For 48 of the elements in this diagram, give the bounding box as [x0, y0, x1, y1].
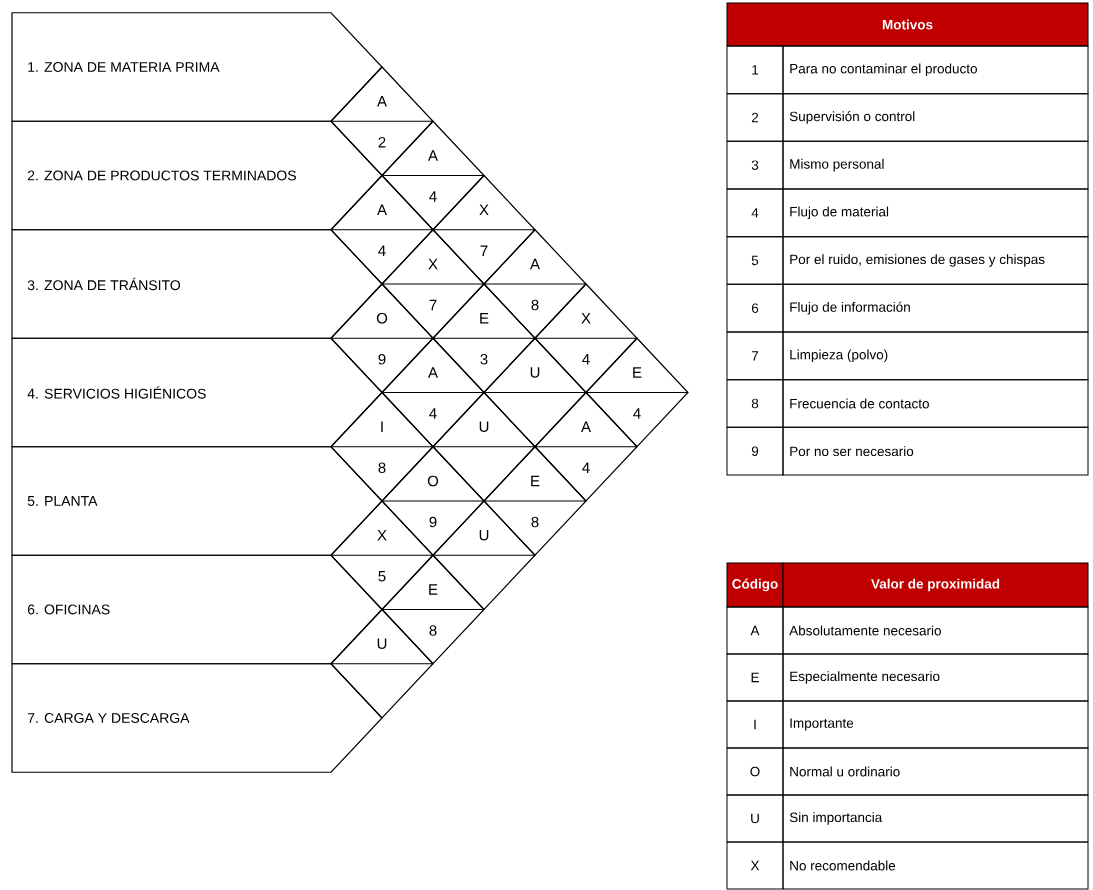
- table-cell: Especialmente necesario: [782, 653, 1089, 702]
- table-cell: 8: [726, 379, 784, 428]
- table-cell: A: [726, 606, 784, 655]
- table-cell: 4: [726, 188, 784, 238]
- relationship-code: X 7: [428, 258, 438, 311]
- relationship-code: E 8: [531, 475, 540, 528]
- table-cell: Flujo de información: [782, 283, 1089, 333]
- table-cell: Frecuencia de contacto: [782, 379, 1089, 428]
- table-cell: E: [726, 653, 784, 702]
- table-cell: I: [726, 700, 784, 749]
- table-cell: No recomendable: [782, 841, 1089, 890]
- table-cell: 1: [726, 45, 784, 95]
- relationship-code: A 8: [530, 258, 540, 311]
- table-header-cell: Código: [726, 562, 784, 608]
- table-cell: Por no ser necesario: [782, 426, 1089, 476]
- table-cell: 5: [726, 236, 784, 285]
- table-cell: 3: [726, 140, 784, 190]
- table-cell: Supervisión o control: [782, 93, 1089, 142]
- table-cell: Por el ruido, emisiones de gases y chispas: [782, 236, 1089, 285]
- relationship-code: U: [479, 530, 489, 541]
- relationship-code: U: [530, 367, 540, 378]
- table-cell: Normal u ordinario: [782, 747, 1089, 796]
- table-cell: Importante: [782, 700, 1089, 749]
- table-cell: 7: [726, 331, 784, 381]
- table-cell: Sin importancia: [782, 794, 1089, 843]
- table-cell: O: [726, 747, 784, 796]
- table-header-cell: Motivos: [726, 2, 1089, 47]
- table-cell: Flujo de material: [782, 188, 1089, 238]
- relationship-code: O 9: [427, 475, 439, 528]
- relationship-code: U: [479, 421, 489, 432]
- relationship-code: X 4: [581, 313, 591, 365]
- relationship-code: E 4: [633, 367, 642, 419]
- table-cell: Absolutamente necesario: [782, 606, 1089, 655]
- table-cell: Para no contaminar el producto: [782, 45, 1089, 95]
- table-cell: X: [726, 841, 784, 890]
- zone-box: 7. CARGA Y DESCARGA: [11, 663, 383, 773]
- table-cell: Mismo personal: [782, 140, 1089, 190]
- relationship-code: A 4: [428, 150, 438, 202]
- table-cell: 2: [726, 93, 784, 142]
- relationship-code: A 4: [581, 421, 591, 473]
- table-cell: Limpieza (polvo): [782, 331, 1089, 381]
- relationship-code: A 4: [428, 367, 438, 419]
- relationship-code: E 8: [429, 584, 438, 636]
- relationship-code: X 7: [479, 204, 489, 256]
- relationship-code: E 3: [480, 313, 489, 365]
- table-cell: 9: [726, 426, 784, 476]
- table-cell: 6: [726, 283, 784, 333]
- table-cell: U: [726, 794, 784, 843]
